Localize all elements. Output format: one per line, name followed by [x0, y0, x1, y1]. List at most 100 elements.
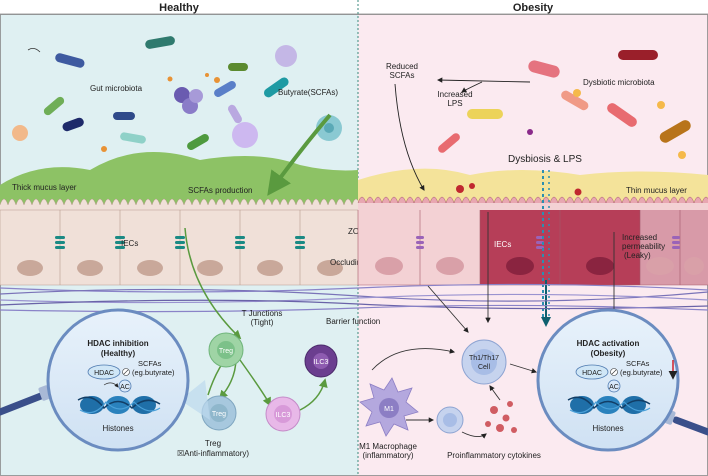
microbiota-to-lps-arrow: [461, 81, 483, 93]
cell-nucleus: [684, 257, 704, 275]
ilc3-middle-text: ILC3: [276, 412, 291, 419]
microbiota-to-scfas-arrow: [436, 77, 531, 83]
m1-text: M1: [384, 406, 394, 413]
tight-junction: [235, 241, 245, 244]
barrier-function-label: Barrier function: [326, 317, 380, 326]
tight-junction: [55, 236, 65, 239]
cell-nucleus: [77, 260, 103, 276]
tight-junction: [175, 246, 185, 249]
cytokines-to-th1-arrow: [489, 385, 501, 401]
obesity-histones: [567, 396, 651, 414]
ilc3-top-text: ILC3: [314, 359, 329, 366]
butyrate-arrow: [267, 113, 332, 196]
t-junctions-label-1: T Junctions: [242, 309, 283, 318]
tight-junction: [55, 241, 65, 244]
obesity-histones-text: Histones: [592, 424, 623, 433]
ilc3-cell-middle: [265, 396, 301, 432]
treg-cell-top: [208, 332, 244, 368]
ilc3-cell-top: [304, 344, 338, 378]
butyrate-label: Butyrate(SCFAs): [278, 88, 338, 97]
iecs-right-label: IECs: [494, 240, 511, 249]
thick-mucus-label: Thick mucus layer: [12, 183, 77, 192]
m1-caption-1: M1 Macrophage: [359, 442, 417, 451]
treg-to-ilc3-arrow: [239, 359, 271, 407]
obesity-magnifier: [536, 308, 708, 452]
tight-junction: [416, 241, 424, 244]
reduced-scfas-label-1: Reduced: [386, 62, 418, 71]
healthy-scfas-text-2: (eg.butyrate): [132, 368, 175, 377]
iecs-left-label: IECs: [121, 239, 138, 248]
ilc3-to-ilc3-arrow: [299, 378, 328, 411]
tight-junction: [295, 241, 305, 244]
obesity-ac-text: AC: [609, 384, 619, 391]
m1-caption-2: (inflammatory): [362, 451, 413, 460]
cell-nucleus: [17, 260, 43, 276]
healthy-hdac-text: HDAC: [94, 370, 114, 377]
th1-text-2: Cell: [478, 364, 491, 371]
thin-mucus-layer: [358, 168, 708, 203]
leak-stream: [541, 170, 551, 327]
scfas-to-treg-arrow: [184, 227, 242, 340]
cell-to-cytokines-arrow: [461, 431, 487, 439]
th1-cell: [461, 339, 507, 385]
cytokines-label: Proinflammatory cytokines: [447, 451, 541, 460]
thin-mucus-label: Thin mucus layer: [626, 186, 687, 195]
obesity-zoom-title-2: (Obesity): [591, 349, 626, 358]
obesity-hdac-text: HDAC: [582, 370, 602, 377]
increased-lps-label-1: Increased: [437, 90, 472, 99]
scfas-production-label: SCFAs production: [188, 186, 252, 195]
healthy-ac-text: AC: [120, 384, 130, 391]
dysbiosis-lps-label: Dysbiosis & LPS: [508, 154, 582, 165]
tight-junction: [175, 236, 185, 239]
cell-nucleus: [137, 260, 163, 276]
obesity-scfas-text-2: (eg.butyrate): [620, 368, 663, 377]
healthy-epithelium: [0, 198, 361, 286]
obesity-zoom-title-1: HDAC activation: [577, 339, 640, 348]
cytokine-particles: [485, 401, 517, 433]
tight-junction: [115, 246, 125, 249]
healthy-histones: [77, 396, 161, 414]
cell-nucleus: [506, 257, 534, 275]
cell-nucleus: [317, 260, 343, 276]
tight-junction: [115, 241, 125, 244]
header-bar: [0, 0, 708, 14]
m1-to-th1-arrow: [371, 348, 456, 371]
th1-to-zoom-arrow: [509, 363, 538, 374]
th1-text-1: Th1/Th17: [469, 355, 499, 362]
tight-junction: [672, 236, 680, 239]
m1-macrophage: [359, 377, 419, 437]
increased-lps-label-2: LPS: [447, 99, 462, 108]
treg-caption-2: ☒Anti-inflammatory): [177, 449, 249, 458]
obesity-heading: Obesity: [513, 2, 554, 14]
healthy-scfas-text-1: SCFAs: [138, 359, 162, 368]
cell-nucleus: [197, 260, 223, 276]
obesity-scfas-text-1: SCFAs: [626, 359, 650, 368]
cell-nucleus: [436, 257, 464, 275]
barrier-to-th1-arrow: [427, 285, 469, 333]
tight-junction: [295, 236, 305, 239]
occludin-label: Occludin: [330, 258, 361, 267]
permeability-label-3: (Leaky): [624, 251, 651, 260]
healthy-histones-text: Histones: [102, 424, 133, 433]
healthy-magnifier: [0, 308, 210, 452]
healthy-zoom-title-1: HDAC inhibition: [87, 339, 148, 348]
treg-top-text: Treg: [219, 348, 233, 355]
treg-caption-1: Treg: [205, 439, 221, 448]
tight-junction: [175, 241, 185, 244]
tight-junction: [672, 241, 680, 244]
cell-nucleus: [586, 257, 614, 275]
permeability-label-1: Increased: [622, 233, 657, 242]
intermediate-cell: [436, 406, 464, 434]
reduced-scfas-label-2: SCFAs: [390, 71, 415, 80]
permeability-label-2: permeability: [622, 242, 665, 251]
obesity-hdac-bubble: [575, 364, 609, 380]
obesity-ac-bubble: [607, 379, 621, 393]
cell-nucleus: [257, 260, 283, 276]
healthy-ac-bubble: [118, 379, 132, 393]
tight-junction: [672, 246, 680, 249]
tight-junction: [235, 236, 245, 239]
scfas-to-mucus-arrow: [394, 83, 425, 191]
gut-microbiota-label: Gut microbiota: [90, 84, 143, 93]
